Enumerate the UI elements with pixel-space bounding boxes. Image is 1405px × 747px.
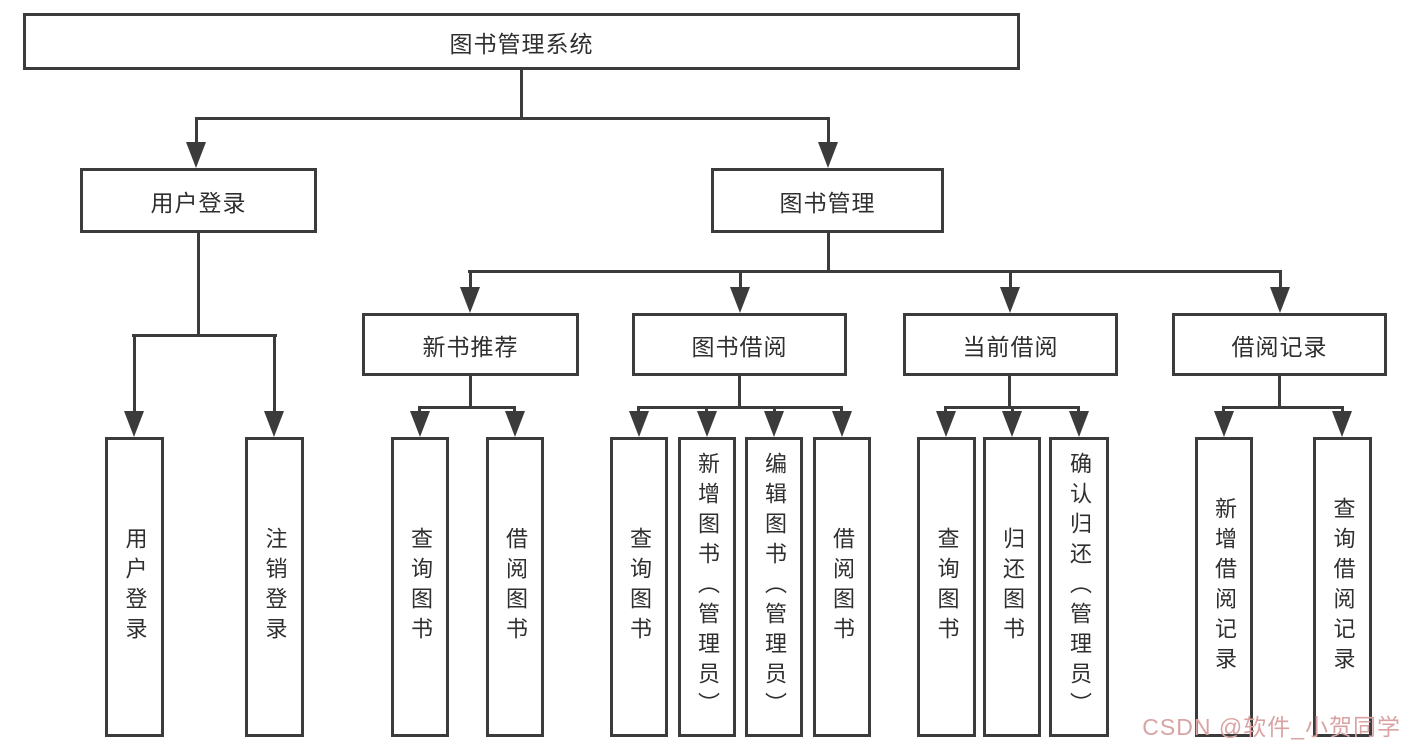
connector-to-leaf: [637, 406, 640, 415]
leaf-logout: 注销登录: [245, 437, 304, 737]
connector-to-leaf: [944, 406, 947, 415]
arrow-down-icon: [1000, 287, 1020, 313]
connector-to-leaf: [773, 406, 776, 415]
arrow-down-icon: [1002, 411, 1022, 437]
leaf-query-books-current: 查询图书: [917, 437, 976, 737]
connector-current-stem: [1008, 376, 1011, 409]
leaf-label: 查询图书: [408, 527, 433, 647]
node-book-borrowing: 图书借阅: [632, 313, 847, 376]
arrow-down-icon: [818, 142, 838, 168]
node-book-management: 图书管理: [711, 168, 944, 233]
arrow-down-icon: [936, 411, 956, 437]
connector-to-leaf: [1011, 406, 1014, 415]
arrow-down-icon: [764, 411, 784, 437]
connector-to-leaf-logout: [273, 334, 276, 414]
leaf-label: 新增图书（管理员）: [695, 452, 720, 722]
arrow-down-icon: [1069, 411, 1089, 437]
connector-to-leaf: [1222, 406, 1225, 415]
node-label: 借阅记录: [1231, 333, 1328, 360]
connector-to-leaf: [840, 406, 843, 415]
node-label: 图书管理: [779, 189, 876, 216]
arrow-down-icon: [186, 142, 206, 168]
connector-mgmt-split: [468, 270, 1282, 273]
connector-records-split: [1222, 406, 1344, 409]
node-current-borrowing: 当前借阅: [903, 313, 1118, 376]
connector-root-split: [195, 117, 830, 120]
arrow-down-icon: [697, 411, 717, 437]
connector-mgmt-stem: [827, 233, 830, 273]
leaf-add-borrow-record: 新增借阅记录: [1195, 437, 1253, 737]
connector-to-book-management: [827, 117, 830, 145]
leaf-label: 查询图书: [627, 527, 652, 647]
connector-login-split: [132, 334, 277, 337]
connector-to-borrowing-records: [1279, 270, 1282, 290]
connector-recommend-split: [418, 406, 516, 409]
node-label: 图书借阅: [691, 333, 788, 360]
arrow-down-icon: [124, 411, 144, 437]
leaf-return-books: 归还图书: [983, 437, 1041, 737]
leaf-label: 确认归还（管理员）: [1067, 452, 1092, 722]
leaf-query-borrow-record: 查询借阅记录: [1313, 437, 1372, 737]
connector-to-user-login: [195, 117, 198, 145]
connector-to-new-book-recommend: [469, 270, 472, 290]
arrow-down-icon: [832, 411, 852, 437]
connector-to-book-borrowing: [739, 270, 742, 290]
arrow-down-icon: [264, 411, 284, 437]
connector-records-stem: [1278, 376, 1281, 409]
arrow-down-icon: [410, 411, 430, 437]
leaf-label: 注销登录: [262, 527, 288, 647]
csdn-watermark: CSDN @软件_小贺同学: [1142, 714, 1401, 740]
connector-to-leaf-user-login: [133, 334, 136, 414]
node-library-system: 图书管理系统: [23, 13, 1020, 70]
leaf-confirm-return-admin: 确认归还（管理员）: [1049, 437, 1109, 737]
leaf-query-books-recommend: 查询图书: [391, 437, 449, 737]
leaf-user-login: 用户登录: [105, 437, 164, 737]
arrow-down-icon: [730, 287, 750, 313]
leaf-query-books-borrow: 查询图书: [610, 437, 668, 737]
leaf-label: 借阅图书: [830, 527, 855, 647]
leaf-label: 借阅图书: [503, 527, 528, 647]
connector-login-stem: [197, 233, 200, 337]
node-label: 新书推荐: [422, 333, 519, 360]
connector-to-leaf: [1341, 406, 1344, 415]
arrow-down-icon: [505, 411, 525, 437]
leaf-edit-books-admin: 编辑图书（管理员）: [745, 437, 803, 737]
leaf-label: 归还图书: [1000, 527, 1025, 647]
connector-to-current-borrowing: [1009, 270, 1012, 290]
node-user-login: 用户登录: [80, 168, 317, 233]
leaf-label: 编辑图书（管理员）: [762, 452, 787, 722]
leaf-label: 查询借阅记录: [1330, 497, 1356, 677]
arrow-down-icon: [629, 411, 649, 437]
leaf-label: 用户登录: [122, 527, 148, 647]
arrow-down-icon: [1270, 287, 1290, 313]
node-borrowing-records: 借阅记录: [1172, 313, 1387, 376]
leaf-add-books-admin: 新增图书（管理员）: [678, 437, 736, 737]
node-label: 用户登录: [150, 189, 247, 216]
node-new-book-recommend: 新书推荐: [362, 313, 579, 376]
connector-to-leaf: [418, 406, 421, 415]
leaf-label: 新增借阅记录: [1212, 497, 1237, 677]
leaf-borrow-books-recommend: 借阅图书: [486, 437, 544, 737]
connector-recommend-stem: [469, 376, 472, 409]
connector-root-stem: [520, 70, 523, 119]
connector-to-leaf: [1077, 406, 1080, 415]
connector-to-leaf: [705, 406, 708, 415]
node-label: 图书管理系统: [449, 30, 594, 57]
arrow-down-icon: [1332, 411, 1352, 437]
node-label: 当前借阅: [962, 333, 1059, 360]
connector-borrowing-split: [637, 406, 843, 409]
leaf-label: 查询图书: [934, 527, 960, 647]
arrow-down-icon: [1214, 411, 1234, 437]
leaf-borrow-books: 借阅图书: [813, 437, 871, 737]
connector-to-leaf: [513, 406, 516, 415]
arrow-down-icon: [460, 287, 480, 313]
connector-borrowing-stem: [738, 376, 741, 409]
